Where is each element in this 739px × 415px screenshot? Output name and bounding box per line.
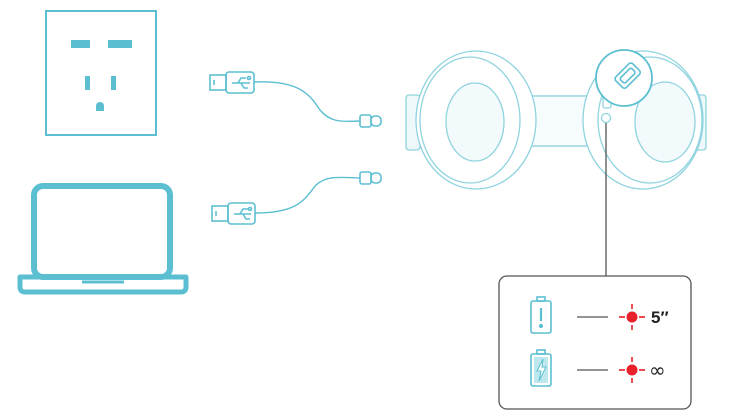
cable-bottom	[254, 176, 361, 214]
usb-c-plug-icon	[359, 114, 382, 128]
usb-a-plug-icon	[211, 202, 256, 225]
usb-c-plug-icon	[359, 171, 382, 185]
red-led-icon	[619, 304, 645, 330]
usb-c-port-magnifier	[595, 49, 653, 107]
legend-label-5-seconds: 5″	[651, 308, 669, 327]
battery-low-icon	[530, 296, 552, 334]
wall-outlet-icon	[45, 10, 157, 136]
led-status-legend: 5″ ∞	[498, 275, 692, 410]
laptop-icon	[17, 183, 189, 295]
battery-charging-icon	[530, 349, 552, 387]
cable-top	[253, 81, 361, 123]
legend-label-infinite: ∞	[649, 358, 666, 382]
red-led-icon	[619, 357, 645, 383]
headphones-icon	[405, 50, 707, 190]
usb-a-plug-icon	[209, 71, 255, 94]
